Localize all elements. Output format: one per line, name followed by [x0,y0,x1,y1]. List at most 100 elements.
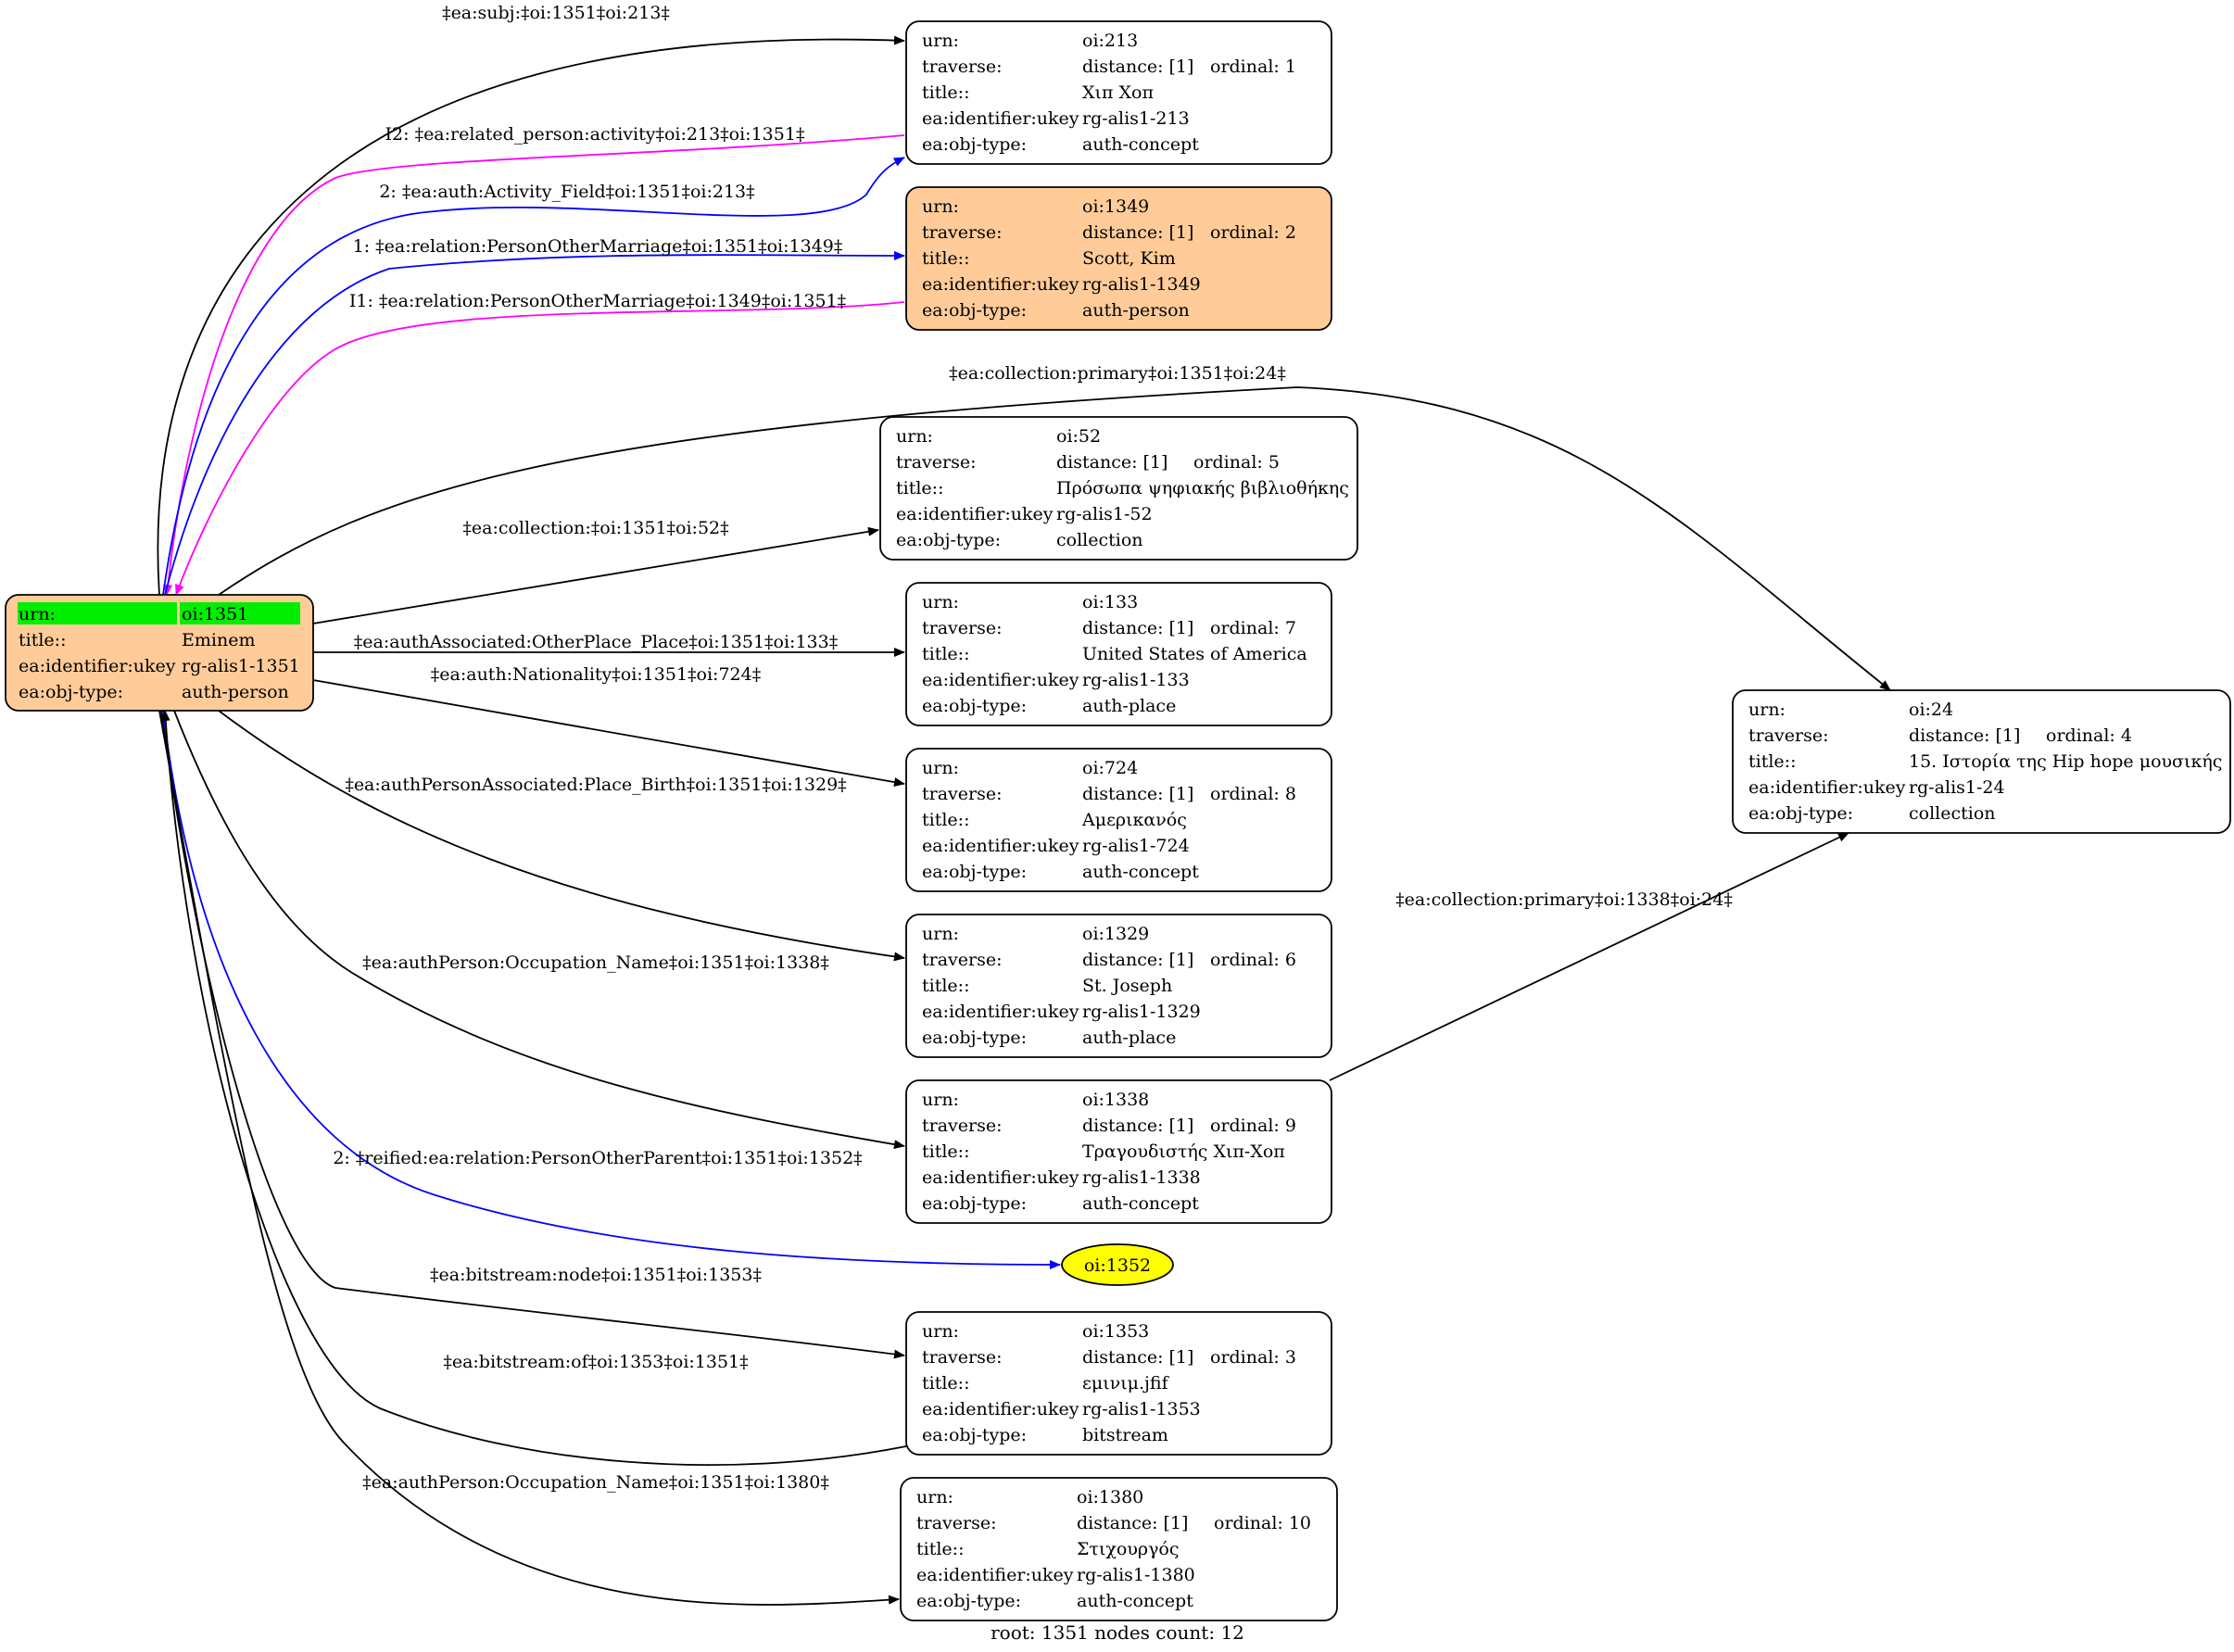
edge: ‡ea:collection:‡oi:1351‡oi:52‡ [312,518,879,624]
node-key: ea:identifier:ukey [922,670,1079,690]
edges-layer: ‡ea:subj:‡oi:1351‡oi:213‡I2: ‡ea:related… [157,3,1891,1606]
node-value: Eminem [182,630,255,650]
node-objtype: collection [1056,530,1143,550]
node-ordinal: ordinal: 1 [1210,57,1296,77]
edge-label: ‡ea:collection:primary‡oi:1338‡oi:24‡ [1395,889,1733,910]
node-urn: oi:52 [1056,426,1101,447]
node-ukey: rg-alis1-1349 [1082,274,1201,295]
node-key: title:: [922,1141,969,1162]
nodes-layer: urn:oi:1351title::Eminemea:identifier:uk… [5,20,2231,1621]
edge-label: ‡ea:bitstream:of‡oi:1353‡oi:1351‡ [443,1352,748,1372]
edge-label: 1: ‡ea:relation:PersonOtherMarriage‡oi:1… [353,236,843,257]
node-key: traverse: [922,1116,1003,1136]
node-ukey: rg-alis1-1380 [1077,1565,1195,1585]
edge-label: ‡ea:bitstream:node‡oi:1351‡oi:1353‡ [430,1265,762,1285]
node-box [905,748,1332,892]
node-ukey: rg-alis1-24 [1909,777,2005,798]
edge-line [162,710,1061,1269]
node-key: urn: [922,592,959,612]
node-key: ea:identifier:ukey [922,108,1079,129]
edge: ‡ea:authPersonAssociated:Place_Birth‡oi:… [218,710,905,962]
graph-footer: root: 1351 nodes count: 12 [991,1621,1244,1644]
node-key: title:: [922,248,969,269]
node-ordinal: ordinal: 2 [1210,222,1296,243]
node-key: ea:identifier:ukey [922,1399,1079,1419]
edge-line [158,710,900,1606]
node-urn: oi:1349 [1082,196,1149,217]
edge-label: ‡ea:collection:‡oi:1351‡oi:52‡ [462,518,728,538]
node-title: Αμερικανός [1081,810,1187,830]
edge: ‡ea:auth:Nationality‡oi:1351‡oi:724‡ [312,664,905,788]
edge-line [175,301,905,596]
node-objtype: collection [1909,803,1996,824]
node-key: urn: [922,31,959,51]
urn-value-highlight [180,602,300,624]
node-key: traverse: [922,950,1003,970]
edge-label: ‡ea:authPerson:Occupation_Name‡oi:1351‡o… [362,1472,829,1493]
node-key: traverse: [922,57,1003,77]
node-value: auth-person [182,682,289,702]
root-node[interactable]: urn:oi:1351title::Eminemea:identifier:uk… [5,594,314,712]
node-key: traverse: [922,1347,1003,1368]
edge-label: ‡ea:authPerson:Occupation_Name‡oi:1351‡o… [362,952,829,973]
node-key: ea:obj-type: [19,682,123,702]
node-box [905,1079,1332,1224]
node-key: title:: [896,478,943,498]
node-ordinal: ordinal: 7 [1210,618,1296,638]
node-ukey: rg-alis1-1353 [1082,1399,1201,1419]
node-box [879,416,1358,561]
edge: ‡ea:authPerson:Occupation_Name‡oi:1351‡o… [158,710,900,1606]
node-objtype: auth-place [1082,696,1176,716]
edge-line [160,710,907,1466]
node-key: traverse: [1748,725,1829,746]
node-key: ea:obj-type: [922,1425,1027,1445]
node-key: ea:identifier:ukey [922,274,1079,295]
node-distance: distance: [1] [1082,222,1193,243]
edge-label: I2: ‡ea:related_person:activity‡oi:213‡o… [385,124,805,145]
node-key: title:: [922,82,969,103]
node-key: title:: [922,810,969,830]
edge-line [218,386,1891,691]
edge: 1: ‡ea:relation:PersonOtherMarriage‡oi:1… [164,236,905,596]
node-ukey: rg-alis1-133 [1082,670,1190,690]
node-key: ea:obj-type: [922,134,1027,155]
node-key: traverse: [896,452,977,473]
node-key: title:: [922,976,969,996]
node-urn: oi:1380 [1077,1487,1143,1507]
edge-line [173,710,905,1150]
node-key: ea:obj-type: [1748,803,1853,824]
node-distance: distance: [1] [1909,725,2020,746]
node-box [905,186,1332,331]
node-objtype: auth-concept [1077,1591,1193,1611]
node-urn: oi:1329 [1082,924,1149,944]
node-key: title:: [19,630,66,650]
edge: ‡ea:collection:primary‡oi:1351‡oi:24‡ [218,363,1891,691]
node-ukey: rg-alis1-213 [1082,108,1190,129]
edge: ‡ea:authPerson:Occupation_Name‡oi:1351‡o… [173,710,905,1150]
node-urn: oi:24 [1909,700,1953,720]
node-ordinal: ordinal: 8 [1210,784,1296,804]
node-ordinal: ordinal: 3 [1210,1347,1296,1368]
ellipse-node[interactable]: oi:1352 [1061,1243,1174,1286]
node-objtype: auth-concept [1082,1193,1199,1214]
node-box [905,1311,1332,1456]
node-box [905,914,1332,1058]
node-ordinal: ordinal: 10 [1214,1513,1311,1533]
edge: ‡ea:bitstream:of‡oi:1353‡oi:1351‡ [160,710,907,1466]
edge-label: I1: ‡ea:relation:PersonOtherMarriage‡oi:… [349,291,846,311]
node-urn: oi:1353 [1082,1321,1149,1342]
edge: I1: ‡ea:relation:PersonOtherMarriage‡oi:… [175,291,905,596]
node-urn: oi:213 [1082,31,1138,51]
edge: I2: ‡ea:related_person:activity‡oi:213‡o… [163,124,905,596]
node-title: St. Joseph [1082,976,1172,996]
